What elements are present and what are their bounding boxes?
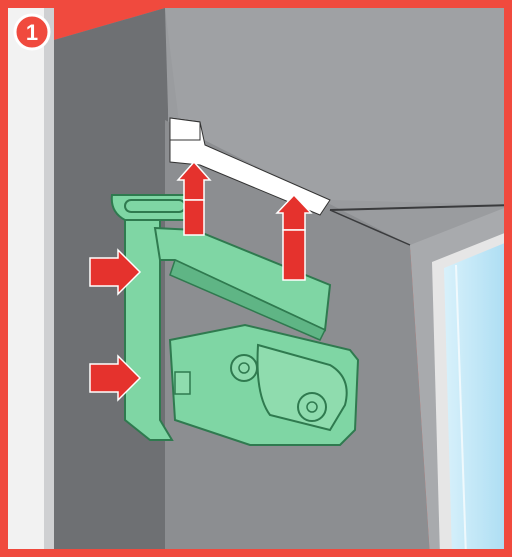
bracket-tab xyxy=(174,371,191,395)
step-badge: 1 xyxy=(13,13,51,51)
circle-number-badge xyxy=(13,13,51,51)
step-number: 1 xyxy=(26,20,38,45)
corner-edge xyxy=(329,209,411,246)
push-arrow-upper xyxy=(89,248,142,296)
arrow-right-icon xyxy=(89,354,142,402)
bracket-top-hook xyxy=(110,194,195,221)
arrow-up-icon xyxy=(275,193,313,231)
back-wall-top xyxy=(165,8,512,205)
ceiling-edge xyxy=(329,204,512,211)
lift-arrow-left xyxy=(176,160,212,236)
bracket-arm-underside xyxy=(169,258,327,341)
glass-reflection xyxy=(455,264,467,557)
arrow-right-icon xyxy=(89,248,142,296)
screw-head-1 xyxy=(230,354,258,382)
window-glass xyxy=(444,240,512,557)
screw-head-2 xyxy=(297,392,327,422)
push-arrow-lower xyxy=(89,354,142,402)
lift-arrow-right xyxy=(275,193,313,281)
mounting-strip xyxy=(169,117,331,216)
arrow-up-icon xyxy=(176,160,212,201)
mounting-strip-end xyxy=(169,117,201,141)
screw-socket-2 xyxy=(306,401,318,413)
door-frame-shadow xyxy=(44,8,54,557)
screw-socket-1 xyxy=(238,362,250,374)
